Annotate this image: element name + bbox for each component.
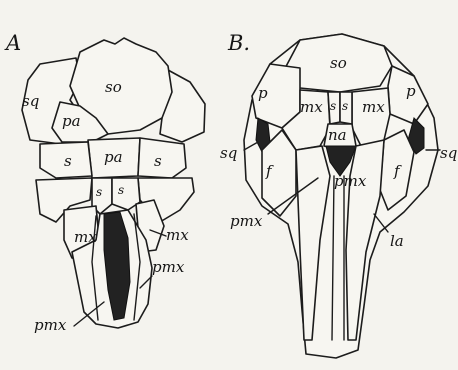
a-label-s-left: s xyxy=(64,152,72,170)
a-label-s-small-left: s xyxy=(96,185,102,199)
b-label-s-left: s xyxy=(330,99,336,113)
a-label-mx-right: mx xyxy=(166,226,189,244)
b-label-sq-right: sq xyxy=(440,144,457,162)
b-label-na: na xyxy=(328,126,347,144)
b-label-p-right: p xyxy=(406,82,416,100)
b-label-so: so xyxy=(330,54,347,72)
a-label-sq: sq xyxy=(22,92,39,110)
b-pmx-right-bone xyxy=(346,140,384,340)
b-label-pmx-center: pmx xyxy=(334,172,367,190)
figure-b-letter: B. xyxy=(227,31,250,55)
b-label-la: la xyxy=(390,232,404,250)
b-label-s-right: s xyxy=(342,99,348,113)
a-label-pa-mid: pa xyxy=(104,148,123,166)
b-label-pmx-left: pmx xyxy=(230,212,263,230)
b-label-mx-left: mx xyxy=(300,98,323,116)
b-label-p-left: p xyxy=(258,84,268,102)
a-label-pmx-bottom: pmx xyxy=(34,316,67,334)
figure-a: A so xyxy=(4,31,205,334)
a-label-so: so xyxy=(105,78,122,96)
a-label-pa-upper: pa xyxy=(62,112,81,130)
a-s-right-bone xyxy=(138,138,186,178)
a-label-mx-left: mx xyxy=(74,228,97,246)
a-label-s-right: s xyxy=(154,152,162,170)
figure-b: B. xyxy=(220,31,457,358)
a-label-pmx-right: pmx xyxy=(152,258,185,276)
figure-a-letter: A xyxy=(4,31,21,55)
a-label-s-small-right: s xyxy=(118,183,124,197)
b-label-mx-right: mx xyxy=(362,98,385,116)
b-label-sq-left: sq xyxy=(220,144,237,162)
